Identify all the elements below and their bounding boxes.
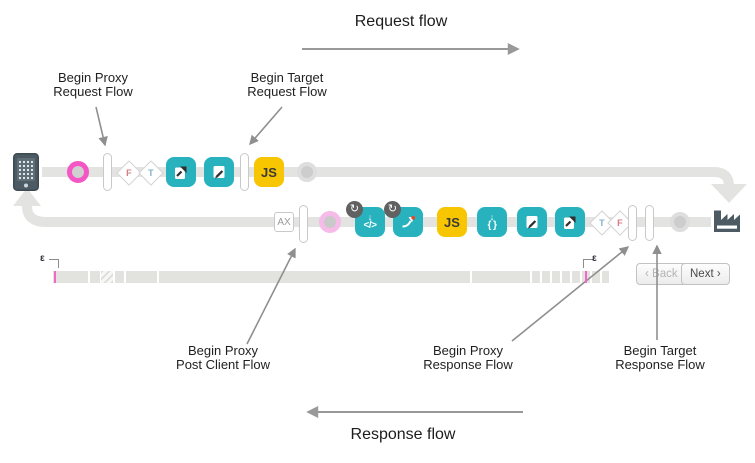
epsilon-left-label: ε bbox=[40, 253, 45, 264]
timeline-segment[interactable] bbox=[592, 271, 600, 283]
client-phone-icon[interactable] bbox=[13, 153, 39, 196]
timeline-segment[interactable] bbox=[126, 271, 157, 283]
timeline-segment[interactable] bbox=[53, 271, 88, 283]
target-request-annotation-arrow bbox=[249, 106, 283, 146]
timeline-segment[interactable] bbox=[572, 271, 580, 283]
post-client-annotation-arrow bbox=[246, 247, 296, 345]
timeline-segment[interactable] bbox=[115, 271, 124, 283]
timeline-segment[interactable] bbox=[532, 271, 540, 283]
begin-proxy-request-flow-marker[interactable] bbox=[103, 153, 112, 191]
javascript-policy-label: JS bbox=[261, 164, 277, 180]
red-dot bbox=[411, 215, 416, 220]
loop-glyph: ↻ bbox=[387, 203, 398, 215]
label-begin-target-response-flow: Begin Target Response Flow bbox=[615, 343, 705, 373]
label-begin-proxy-post-client-flow: Begin Proxy Post Client Flow bbox=[176, 343, 270, 373]
loop-badge-icon: ↻ bbox=[346, 201, 363, 218]
timeline-segment-hatched[interactable] bbox=[101, 271, 113, 283]
request-arrowhead-down bbox=[711, 184, 747, 203]
timeline-start-tick bbox=[54, 271, 56, 283]
javascript-policy-label: JS bbox=[444, 214, 460, 230]
epsilon-right-label: ε bbox=[592, 253, 597, 264]
label-begin-proxy-response-flow: Begin Proxy Response Flow bbox=[423, 343, 513, 373]
condition-true-label: T bbox=[599, 218, 605, 228]
response-end-node[interactable] bbox=[670, 212, 690, 232]
label-begin-proxy-request-flow: Begin Proxy Request Flow bbox=[53, 70, 133, 100]
begin-target-response-flow-marker[interactable] bbox=[645, 205, 654, 241]
loop-badge-icon: ↻ bbox=[384, 201, 401, 218]
timeline-segment[interactable] bbox=[472, 271, 530, 283]
timeline-end-tick bbox=[585, 271, 587, 283]
loop-glyph: ↻ bbox=[349, 203, 360, 215]
request-flow-title: Request flow bbox=[354, 13, 448, 30]
begin-proxy-response-flow-marker[interactable] bbox=[628, 205, 637, 241]
response-flow-title: Response flow bbox=[350, 426, 456, 443]
timeline-segment[interactable] bbox=[552, 271, 560, 283]
braces-glyph: { } bbox=[487, 219, 497, 231]
next-button[interactable]: Next › bbox=[681, 263, 730, 285]
assign-message-policy-icon[interactable] bbox=[204, 157, 234, 187]
proxy-response-annotation-arrow bbox=[511, 246, 630, 342]
begin-proxy-post-client-flow-marker[interactable] bbox=[299, 205, 308, 243]
request-end-node[interactable] bbox=[297, 162, 317, 182]
analytics-step-node[interactable]: AX bbox=[274, 212, 294, 232]
javascript-policy-icon[interactable]: JS bbox=[254, 157, 284, 187]
timeline-segment[interactable] bbox=[90, 271, 100, 283]
begin-target-request-flow-marker[interactable] bbox=[240, 153, 249, 191]
condition-false-label: F bbox=[126, 168, 132, 178]
condition-false-label: F bbox=[617, 218, 623, 228]
javascript-policy-icon[interactable]: JS bbox=[437, 207, 467, 237]
timeline-segment[interactable] bbox=[542, 271, 550, 283]
assign-message-policy-icon[interactable] bbox=[517, 207, 547, 237]
back-button[interactable]: ‹ Back bbox=[636, 263, 687, 285]
json-extract-policy-icon[interactable]: ↓ { } bbox=[477, 207, 507, 237]
timeline-segment[interactable] bbox=[159, 271, 470, 283]
timeline-segment[interactable] bbox=[562, 271, 570, 283]
proxy-request-annotation-arrow bbox=[95, 106, 108, 147]
label-begin-target-request-flow: Begin Target Request Flow bbox=[247, 70, 327, 100]
condition-true-node[interactable]: T bbox=[138, 160, 164, 186]
timeline-segment[interactable] bbox=[602, 271, 609, 283]
condition-true-label: T bbox=[148, 168, 154, 178]
analytics-step-label: AX bbox=[277, 216, 291, 228]
response-start-node[interactable] bbox=[319, 211, 341, 233]
target-factory-icon[interactable] bbox=[711, 206, 743, 239]
code-glyph: </> bbox=[363, 219, 377, 231]
timeline-left-bracket bbox=[49, 259, 59, 268]
request-start-node[interactable] bbox=[67, 161, 89, 183]
callout-policy-icon[interactable] bbox=[555, 207, 585, 237]
callout-policy-icon[interactable] bbox=[166, 157, 196, 187]
